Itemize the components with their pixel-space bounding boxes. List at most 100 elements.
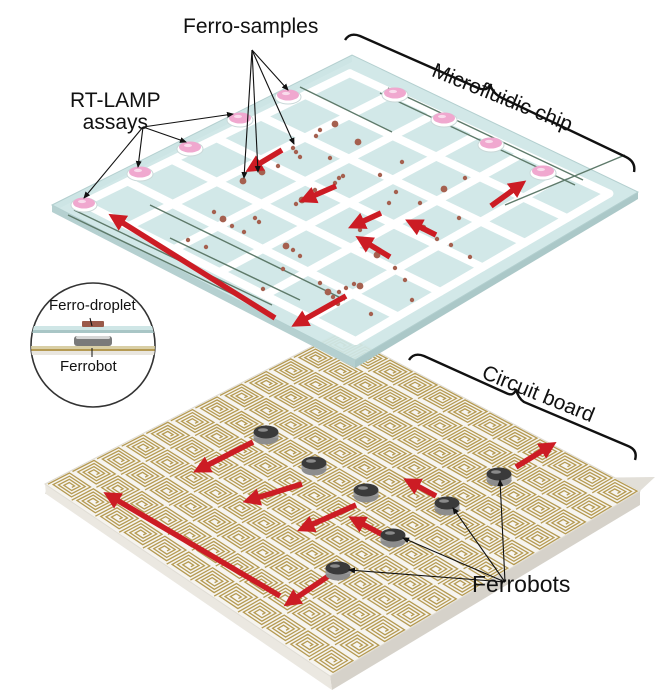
ferro-sample-dot: [356, 282, 364, 290]
pad-notch: [501, 206, 511, 212]
ferrobot-disk: [301, 456, 327, 470]
ferro-sample-dot: [440, 185, 448, 193]
ferro-sample-dot: [313, 133, 319, 139]
ferrobot-disk: [353, 483, 379, 497]
coil-icon: [308, 645, 355, 674]
ferro-sample-dot: [298, 196, 306, 204]
coil-icon: [365, 497, 412, 523]
coil-icon: [95, 503, 140, 530]
channel: [351, 189, 614, 346]
coil-icon: [514, 524, 561, 550]
pink-assay-well: [179, 141, 201, 153]
red-arrow: [355, 236, 392, 260]
coil-icon: [144, 477, 190, 503]
pink-assay-well: [532, 165, 554, 177]
red-arrow: [283, 572, 332, 607]
ferro-sample-dot: [336, 289, 342, 295]
ferrobot-disk: [434, 496, 460, 510]
ferro-sample-dot: [386, 200, 392, 206]
well-highlight: [537, 167, 545, 172]
rt-lamp-label-line2: assays: [82, 111, 148, 135]
coil-icon: [190, 566, 235, 594]
pad-notch: [413, 164, 423, 170]
coil-icon: [387, 570, 434, 597]
coil-icon: [414, 525, 461, 552]
ferro-sample-dot: [219, 215, 227, 223]
coil-icon: [216, 523, 262, 550]
coil-icon: [168, 492, 214, 519]
coil-icon: [316, 468, 363, 494]
ferro-sample-dot: [282, 242, 290, 250]
ferro-sample-dot: [402, 277, 408, 283]
coil-icon: [334, 630, 380, 658]
coil-icon: [491, 453, 538, 479]
coil-icon: [360, 615, 406, 643]
red-arrow: [403, 478, 438, 499]
coil-icon: [541, 480, 588, 506]
coil-icon: [261, 614, 307, 642]
leader-line: [142, 111, 234, 128]
coil-icon: [342, 399, 389, 424]
coil-icon: [237, 598, 283, 626]
pink-assay-well: [480, 137, 502, 149]
coil-icon: [121, 434, 166, 459]
coil-icon: [145, 449, 190, 475]
coil-icon: [315, 525, 361, 552]
coil-icon: [166, 551, 212, 578]
coil-icon: [120, 462, 166, 488]
ferrobot-label: Ferrobot: [60, 358, 117, 375]
pink-assay-well: [384, 87, 406, 99]
coil-icon: [293, 345, 339, 369]
leader-line: [241, 49, 253, 179]
pad-notch: [415, 120, 425, 126]
ferrobot-disk: [380, 528, 406, 542]
pad-notch: [233, 214, 243, 220]
coil-icon: [542, 452, 589, 477]
ferro-sample-dot: [340, 173, 346, 179]
coil-icon: [293, 426, 339, 451]
red-arrow: [348, 210, 383, 229]
coil-icon: [169, 464, 215, 490]
coil-icon: [391, 454, 438, 480]
electrode-line: [169, 237, 301, 301]
leader-line: [142, 126, 187, 143]
chip-brace-icon: [343, 33, 636, 173]
red-arrow: [291, 293, 348, 327]
coil-icon: [464, 525, 511, 551]
ferro-sample-dot: [293, 149, 299, 155]
coil-icon: [170, 408, 216, 434]
leader-line: [251, 49, 289, 91]
red-arrow: [489, 180, 527, 209]
coil-icon: [416, 468, 463, 494]
coil-icon: [440, 511, 486, 537]
well-highlight: [485, 139, 493, 144]
coil-icon: [240, 538, 286, 565]
ferro-sample-dot: [336, 175, 342, 181]
coil-icon: [386, 600, 432, 627]
coil-icon: [492, 425, 539, 450]
pad-notch: [588, 201, 598, 207]
coil-icon: [392, 399, 439, 424]
ferro-sample-dot: [434, 236, 440, 242]
pad-notch: [234, 169, 244, 175]
coil-icon: [362, 585, 408, 612]
coil-icon: [337, 570, 384, 597]
electrode-line: [299, 86, 393, 133]
coil-icon: [264, 554, 310, 581]
coil-icon: [217, 494, 263, 521]
ferrobot-disk: [325, 561, 351, 575]
coil-icon: [310, 615, 356, 643]
electrode-line: [73, 209, 273, 306]
well-highlight: [78, 199, 86, 204]
coil-icon: [515, 495, 562, 521]
pink-assay-well: [129, 166, 151, 178]
red-arrow: [108, 213, 277, 321]
ferrobot-shine: [306, 459, 316, 463]
pink-assay-well: [277, 89, 299, 101]
ferro-sample-dot: [239, 177, 247, 185]
ferrobot-disk: [486, 467, 512, 481]
ferro-sample-dot: [280, 266, 286, 272]
ferro-sample-dot: [211, 209, 217, 215]
red-arrow: [242, 481, 303, 506]
ferro-sample-dot: [203, 244, 209, 250]
